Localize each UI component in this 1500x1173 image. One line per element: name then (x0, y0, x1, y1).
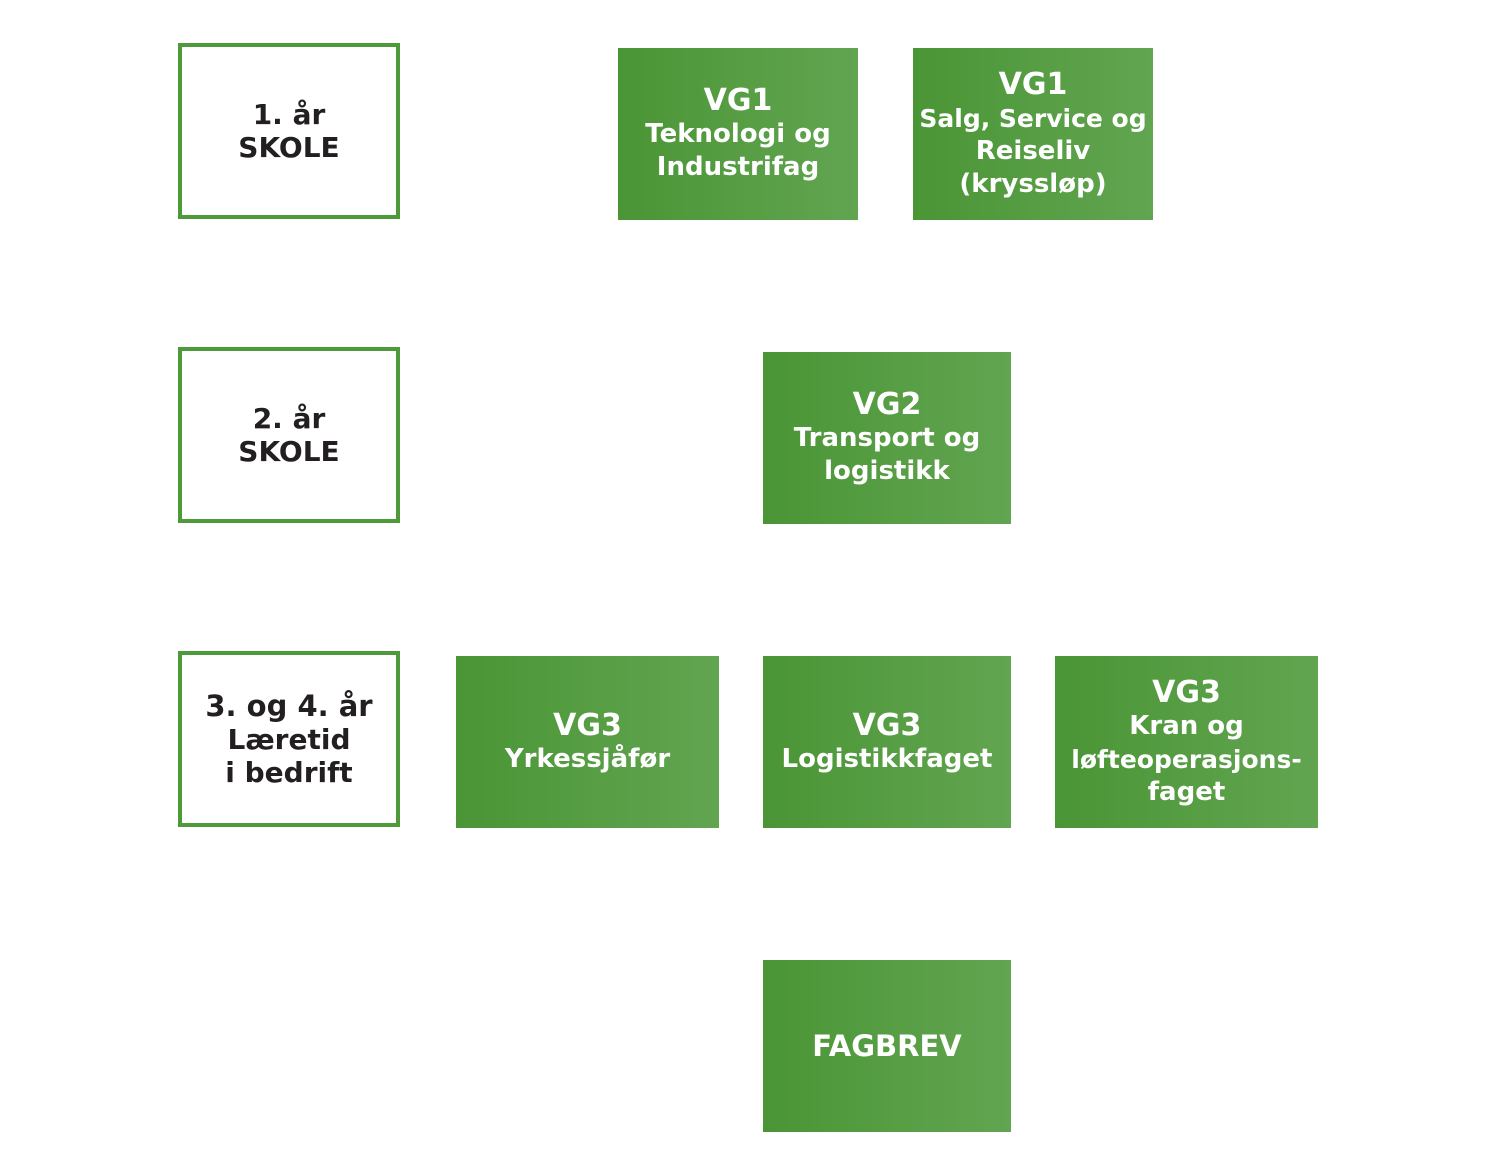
stage-year-2-line2: SKOLE (238, 435, 340, 468)
node-line: Kran og (1129, 710, 1244, 741)
node-code: VG3 (852, 707, 922, 743)
node-line: Transport og (793, 423, 981, 453)
node-line: Salg, Service og (919, 103, 1147, 133)
node-vg3-kran: VG3 Kran og løfteoperasjons- faget (1055, 656, 1318, 828)
stage-year-2-line1: 2. år (252, 402, 326, 435)
node-line: Teknologi og (645, 119, 831, 149)
stage-year-1-line2: SKOLE (238, 131, 340, 164)
node-vg2-transport: VG2 Transport og logistikk (763, 352, 1011, 524)
node-line: Industrifag (656, 152, 820, 182)
stage-year-2: 2. år SKOLE (178, 347, 400, 523)
node-vg1-salg: VG1 Salg, Service og Reiseliv (kryssløp) (913, 48, 1153, 220)
stage-year-3-4-line3: i bedrift (225, 755, 353, 789)
node-code: VG3 (1152, 674, 1221, 710)
node-code: VG3 (553, 707, 622, 743)
node-vg1-teknologi: VG1 Teknologi og Industrifag (618, 48, 858, 220)
node-vg3-logistikkfaget: VG3 Logistikkfaget (763, 656, 1011, 828)
stage-year-3-4-line1: 3. og 4. år (205, 688, 373, 723)
node-code: VG1 (998, 66, 1068, 102)
stage-year-1: 1. år SKOLE (178, 43, 400, 219)
node-vg3-yrkessjafor: VG3 Yrkessjåfør (456, 656, 719, 828)
node-line: logistikk (824, 456, 950, 486)
node-line: løfteoperasjons- (1071, 744, 1302, 774)
stage-year-3-4: 3. og 4. år Læretid i bedrift (178, 651, 400, 827)
node-line: Yrkessjåfør (504, 743, 671, 774)
stage-year-1-line1: 1. år (252, 98, 326, 131)
node-line: Reiseliv (975, 135, 1091, 166)
node-line: Logistikkfaget (781, 743, 993, 774)
stage-year-3-4-line2: Læretid (227, 722, 351, 756)
node-line: faget (1147, 776, 1226, 807)
node-code: VG2 (852, 387, 922, 422)
node-code: VG1 (703, 83, 773, 118)
node-fagbrev-label: FAGBREV (812, 1028, 962, 1063)
node-fagbrev: FAGBREV (763, 960, 1011, 1132)
node-line: (kryssløp) (959, 168, 1107, 199)
